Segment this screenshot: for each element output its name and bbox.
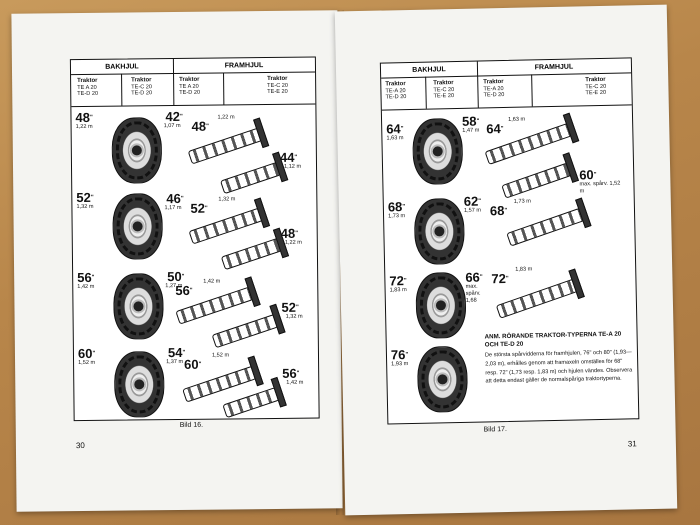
figure-caption: Bild 17. (483, 426, 507, 434)
right-header-titles: BAKHJUL FRAMHJUL (380, 58, 632, 79)
front-wheel-title: FRAMHJUL (534, 63, 574, 71)
rear-metric: 1,22 m (75, 123, 93, 131)
front-axle-image (220, 161, 282, 195)
rear-metric: 1,52 m (78, 359, 96, 367)
rear-tire-image (113, 273, 164, 340)
rear-metric: 1,93 m (391, 361, 409, 368)
note-title: ANM. RÖRANDE TRAKTOR-TYPERNA TE-A 20 OCH… (484, 330, 622, 349)
front-size: 56" (282, 365, 300, 381)
mid-metric: max. spårv. 1,68 (465, 283, 481, 304)
front-size: 52" (281, 299, 299, 315)
rear-size: 72" (389, 273, 407, 289)
rear-tire-image (111, 117, 163, 184)
front-size: 52" (190, 200, 208, 216)
front-metric: 1,22 m (217, 114, 235, 121)
front-size: 48" (191, 118, 209, 134)
rear-size: 68" (387, 199, 406, 215)
mid-size: 50" (167, 268, 185, 285)
front-axle-image (501, 162, 572, 199)
rear-wheel-title: BAKHJUL (412, 65, 446, 74)
rear-wheel-title: BAKHJUL (105, 62, 139, 71)
mid-size: 54" (167, 344, 186, 361)
front-axle-image (222, 387, 280, 419)
figure-caption: Bild 16. (179, 421, 204, 429)
front-metric: 1,32 m (285, 313, 303, 320)
rear-metric: 1,32 m (76, 203, 94, 211)
front-size: 60" (184, 356, 202, 372)
divider (531, 74, 533, 107)
left-header-titles: BAKHJUL FRAMHJUL (70, 57, 316, 76)
front-metric: 1,42 m (203, 278, 221, 285)
rear-size: 52" (76, 189, 94, 206)
rear-tire-image (112, 193, 163, 260)
mid-size: 62" (463, 193, 482, 209)
front-size: 72" (491, 271, 509, 287)
front-metric: 1,63 m (508, 116, 526, 123)
front-size: 68" (489, 203, 508, 219)
front-metric: 1,83 m (515, 266, 533, 273)
rear-metric: 1,42 m (77, 283, 95, 291)
rear-tire-image (113, 351, 165, 418)
front-axle-image (506, 207, 585, 247)
mid-size: 46" (166, 190, 184, 207)
mid-size: 66" (465, 269, 483, 285)
rear-metric: 1,63 m (386, 135, 404, 142)
rear-tire-image (412, 117, 464, 185)
front-metric: 1,73 m (513, 198, 531, 205)
front-metric: 1,32 m (218, 196, 236, 203)
front-metric: 1,42 m (286, 379, 304, 386)
note-body: De största spårvidderna för framhjulen, … (484, 349, 633, 385)
rear-size: 56" (77, 269, 95, 286)
front-size: 60" (579, 167, 597, 183)
rear-size: 64" (386, 121, 404, 137)
front-metric: 1,52 m (211, 352, 230, 359)
front-size: 64" (486, 121, 504, 137)
front-wheel-title: FRAMHJUL (224, 61, 264, 69)
mid-metric: 1,57 m (463, 207, 482, 214)
mid-metric: 1,07 m (163, 122, 181, 130)
front-axle-image (211, 313, 279, 349)
divider (121, 73, 123, 106)
front-metric: max. spårv. 1,52 m (579, 180, 621, 195)
rear-tire-image (415, 271, 467, 339)
rear-tire-image (416, 345, 469, 413)
rear-metric: 1,83 m (389, 287, 407, 294)
front-metric: 1,12 m (283, 163, 302, 170)
front-axle-image (220, 237, 283, 271)
note-block: ANM. RÖRANDE TRAKTOR-TYPERNA TE-A 20 OCH… (485, 330, 634, 386)
page-number: 31 (627, 439, 637, 449)
rear-size: 76" (390, 347, 409, 363)
rear-tire-image (413, 197, 466, 265)
rear-metric: 1,73 m (387, 213, 406, 220)
rear-size: 60" (77, 345, 96, 362)
divider (425, 76, 427, 109)
divider (223, 72, 225, 105)
front-metric: 1,22 m (284, 239, 302, 246)
front-size: 56" (175, 282, 193, 299)
mid-size: 42" (165, 108, 183, 125)
mid-metric: 1,47 m (462, 127, 480, 134)
mid-metric: 1,37 m (166, 358, 184, 366)
mid-metric: 1,17 m (164, 204, 182, 212)
page-number: 30 (75, 440, 85, 451)
rear-size: 48" (75, 109, 93, 126)
mid-size: 58" (461, 113, 480, 129)
